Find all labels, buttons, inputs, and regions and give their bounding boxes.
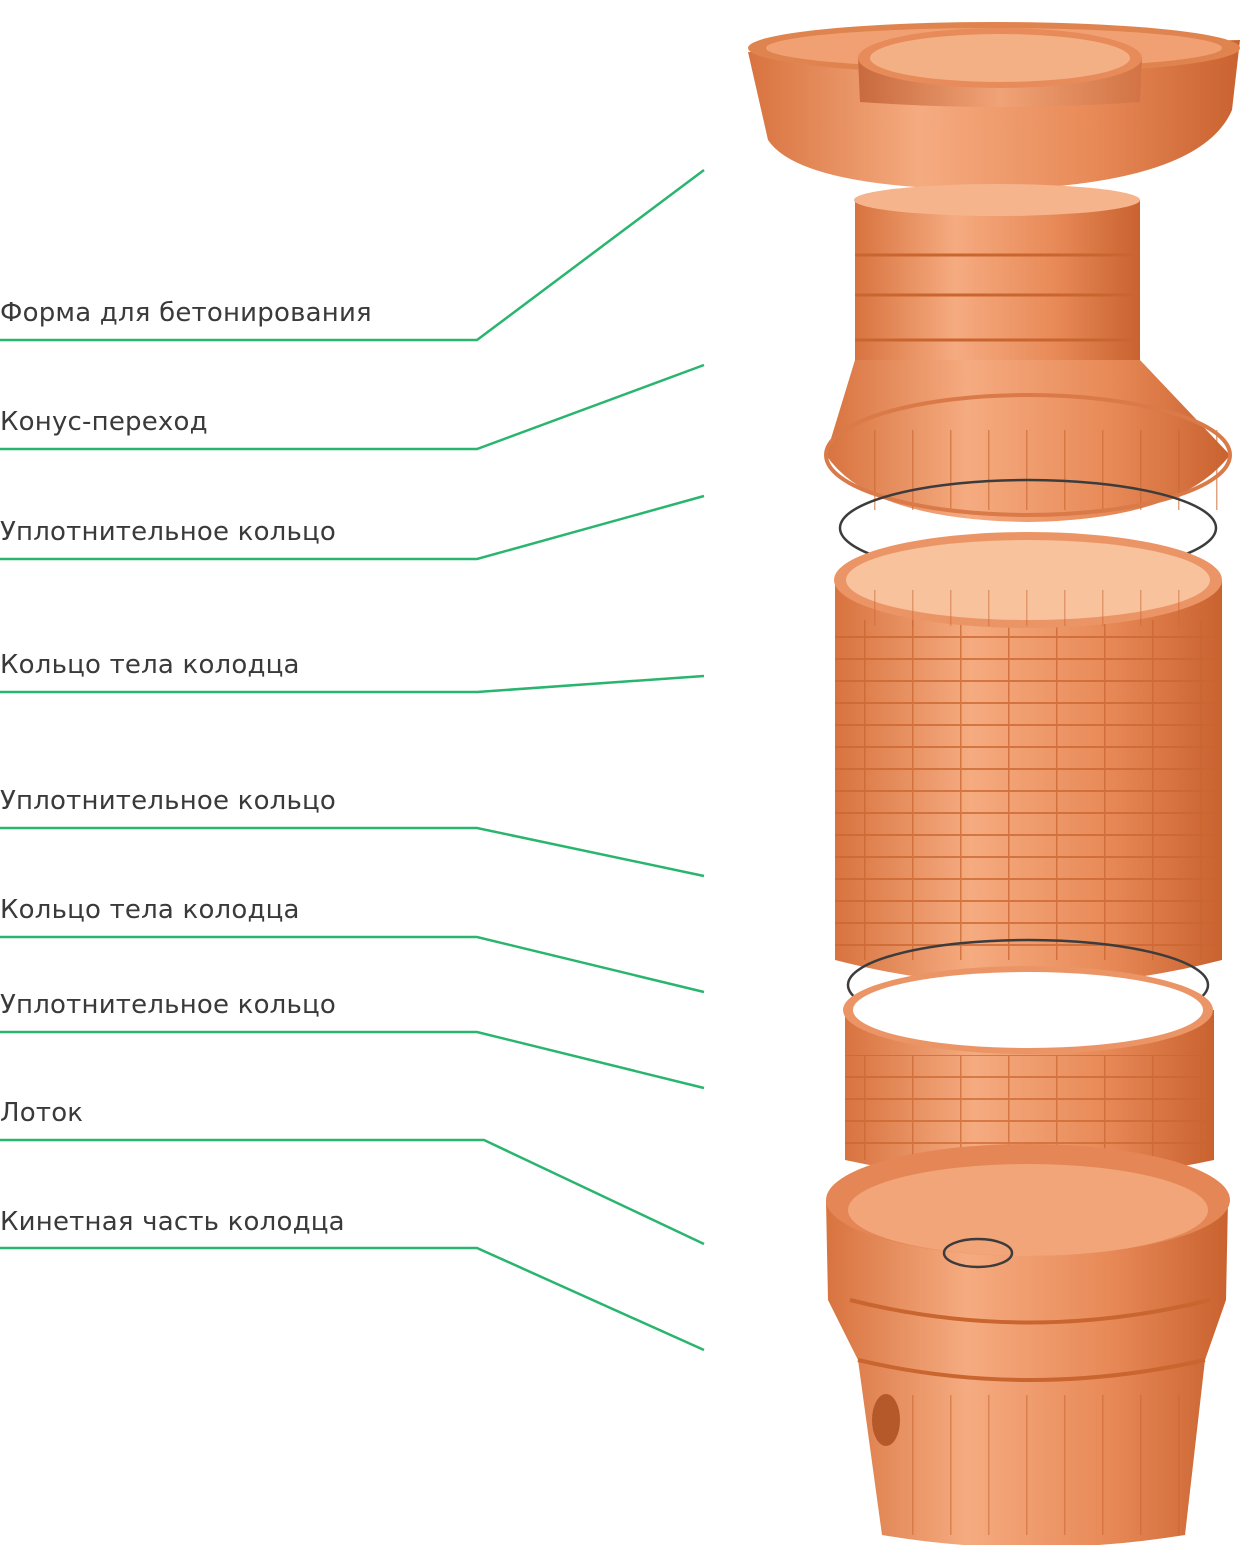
leader-line <box>0 363 705 451</box>
leader-line <box>0 494 705 561</box>
leader-line <box>0 1138 705 1246</box>
leader-line <box>0 826 705 878</box>
label-concreting-form: Форма для бетонирования <box>0 298 372 328</box>
label-seal-ring-3: Уплотнительное кольцо <box>0 990 337 1020</box>
cone-transition <box>824 360 1232 522</box>
leader-line <box>0 168 705 342</box>
label-body-ring-1: Кольцо тела колодца <box>0 650 300 680</box>
label-body-ring-2: Кольцо тела колодца <box>0 895 300 925</box>
leader-lines <box>0 168 705 1352</box>
label-tray: Лоток <box>0 1098 84 1128</box>
leader-line <box>0 935 705 994</box>
label-seal-ring-2: Уплотнительное кольцо <box>0 786 337 816</box>
body-ring <box>843 966 1214 1180</box>
label-seal-ring-1: Уплотнительное кольцо <box>0 517 337 547</box>
leader-line <box>0 1246 705 1352</box>
label-cone-transition: Конус-переход <box>0 407 208 437</box>
concreting-form <box>748 22 1240 190</box>
label-kinetic-base: Кинетная часть колодца <box>0 1207 345 1237</box>
leader-line <box>0 1030 705 1090</box>
leader-line <box>0 674 705 694</box>
kinetic-base <box>826 1144 1230 1545</box>
tray-seal <box>942 1237 1014 1269</box>
body-ring <box>834 532 1222 985</box>
